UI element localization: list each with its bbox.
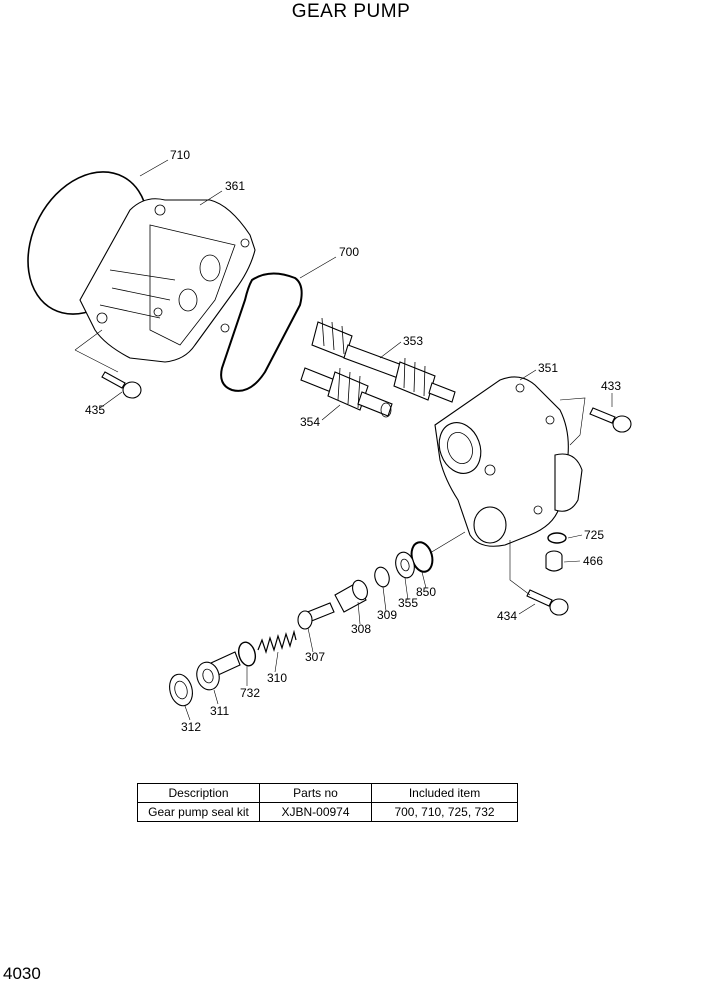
drive-shaft-353-drawing <box>311 317 456 403</box>
ring-355-drawing <box>395 551 415 579</box>
leader-lines <box>74 159 613 721</box>
label-700: 700 <box>339 245 359 259</box>
page-number: 4030 <box>3 964 41 983</box>
header-description: Description <box>137 783 260 803</box>
label-311: 311 <box>210 704 229 718</box>
label-466: 466 <box>583 554 603 568</box>
cover-361-drawing <box>79 198 256 363</box>
table-row: Gear pump seal kit XJBN-00974 700, 710, … <box>137 802 518 822</box>
label-732: 732 <box>240 686 260 700</box>
pump-body-351-drawing <box>434 376 583 547</box>
bolt-434-drawing <box>526 589 569 616</box>
part-labels: 710 361 700 353 351 433 435 354 725 466 … <box>85 148 621 734</box>
plug-466-drawing <box>545 550 563 572</box>
header-included-item: Included item <box>371 783 518 803</box>
label-353: 353 <box>403 334 423 348</box>
page-title: GEAR PUMP <box>291 1 411 22</box>
label-850: 850 <box>416 585 436 599</box>
table-header-row: Description Parts no Included item <box>137 783 518 803</box>
spool-307-drawing <box>297 602 335 630</box>
label-308: 308 <box>351 622 371 636</box>
label-355: 355 <box>398 596 418 610</box>
seal-kit-table: Description Parts no Included item Gear … <box>137 783 518 822</box>
label-307: 307 <box>305 650 325 664</box>
spring-310-drawing <box>257 629 297 655</box>
label-310: 310 <box>267 671 287 685</box>
plug-311-drawing <box>196 651 241 691</box>
label-309: 309 <box>377 608 397 622</box>
bolt-435-drawing <box>101 371 142 399</box>
cell-parts-no: XJBN-00974 <box>259 802 372 822</box>
oring-732-drawing <box>237 641 257 667</box>
label-435: 435 <box>85 403 105 417</box>
label-710: 710 <box>170 148 190 162</box>
ring-309-drawing <box>374 566 390 588</box>
label-361: 361 <box>225 179 245 193</box>
label-434: 434 <box>497 609 517 623</box>
gasket-700-drawing <box>220 272 303 392</box>
piston-308-drawing <box>334 579 368 613</box>
label-351: 351 <box>538 361 558 375</box>
cell-description: Gear pump seal kit <box>137 802 260 822</box>
label-354: 354 <box>300 415 320 429</box>
label-433: 433 <box>601 379 621 393</box>
label-725: 725 <box>584 528 604 542</box>
oring-725-drawing <box>547 532 567 544</box>
driven-shaft-354-drawing <box>300 367 393 418</box>
bolt-433-drawing <box>589 407 632 433</box>
label-312: 312 <box>181 720 201 734</box>
ring-312-drawing <box>169 673 193 707</box>
header-parts-no: Parts no <box>259 783 372 803</box>
cell-included-item: 700, 710, 725, 732 <box>371 802 518 822</box>
